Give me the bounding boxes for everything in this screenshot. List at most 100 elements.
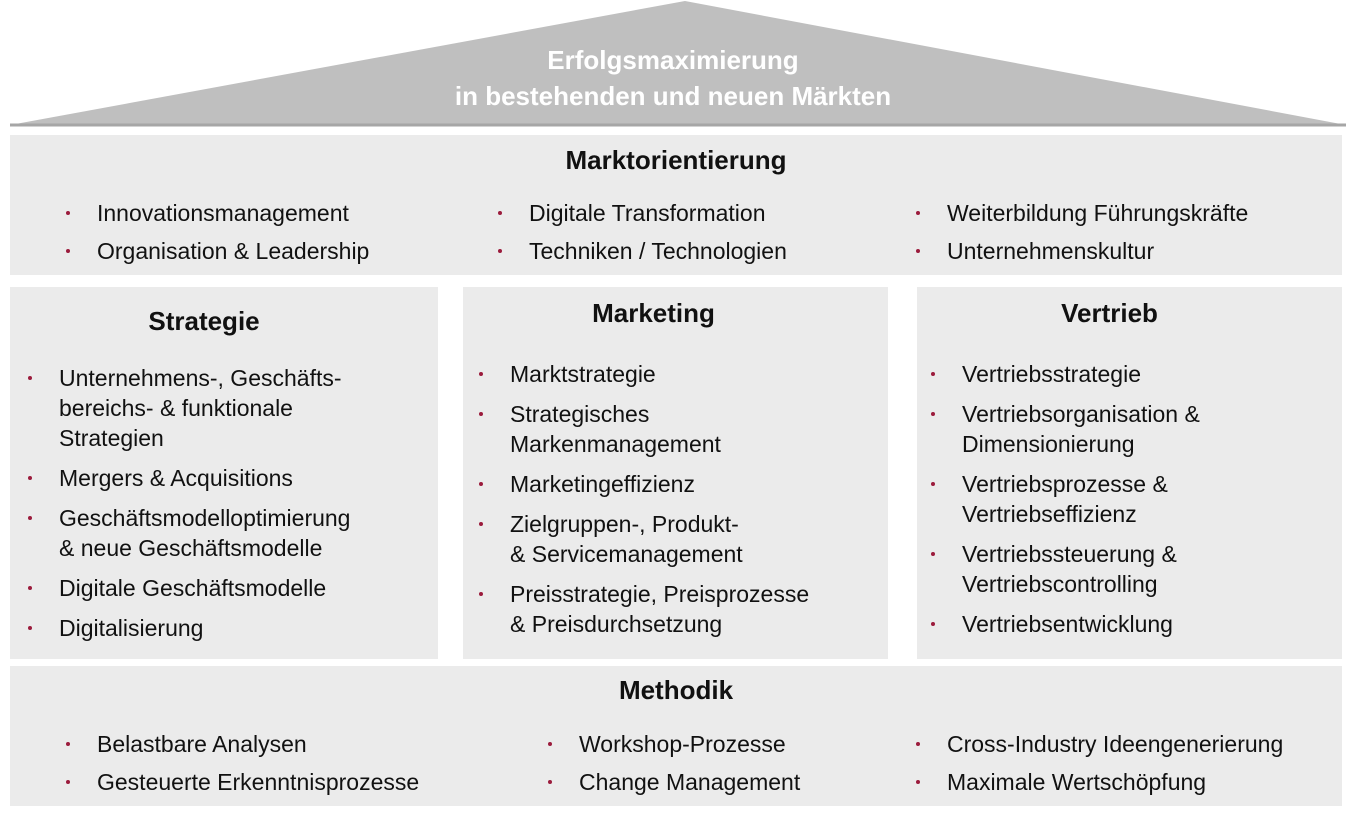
bullet-icon (28, 516, 32, 520)
list-item-text: Organisation & Leadership (97, 238, 370, 264)
roof-shape (10, 1, 1346, 127)
bullet-icon (916, 780, 920, 784)
list-item: Weiterbildung Führungskräfte (900, 198, 1248, 228)
list-item-text: Vertriebsentwicklung (962, 611, 1173, 637)
list-item-text: Geschäftsmodelloptimierung & neue Geschä… (59, 505, 351, 561)
bullet-icon (931, 482, 935, 486)
list-item-text: Marketingeffizienz (510, 471, 695, 497)
list-item-text: Mergers & Acquisitions (59, 465, 293, 491)
list-item-text: Unternehmens-, Geschäfts- bereichs- & fu… (59, 365, 342, 451)
list-item: Vertriebsorganisation & Dimensionierung (915, 399, 1200, 459)
strategie-box: Strategie Unternehmens-, Geschäfts- bere… (10, 287, 438, 659)
bullet-icon (28, 476, 32, 480)
list-item-text: Techniken / Technologien (529, 238, 787, 264)
list-item: Cross-Industry Ideengenerierung (900, 729, 1283, 759)
list-item: Vertriebsprozesse & Vertriebseffizienz (915, 469, 1200, 529)
bullet-icon (916, 249, 920, 253)
list-item: Unternehmenskultur (900, 236, 1248, 266)
strategie-title: Strategie (148, 306, 260, 336)
list-item: Change Management (532, 767, 800, 797)
bullet-icon (479, 482, 483, 486)
roof-triangle (10, 1, 1346, 125)
list-item: Digitalisierung (12, 613, 350, 643)
list-item: Geschäftsmodelloptimierung & neue Geschä… (12, 503, 350, 563)
marketing-title: Marketing (592, 298, 715, 328)
bullet-icon (548, 742, 552, 746)
bullet-icon (479, 412, 483, 416)
list-item-text: Marktstrategie (510, 361, 656, 387)
list-item: Techniken / Technologien (482, 236, 787, 266)
list-item-text: Digitale Transformation (529, 200, 766, 226)
bullet-icon (498, 249, 502, 253)
list-item-text: Digitale Geschäftsmodelle (59, 575, 327, 601)
bullet-icon (931, 372, 935, 376)
strategie-list: Unternehmens-, Geschäfts- bereichs- & fu… (12, 363, 350, 643)
list-item: Marketingeffizienz (463, 469, 809, 499)
list-item-text: Zielgruppen-, Produkt- & Servicemanageme… (510, 511, 743, 567)
bullet-icon (66, 742, 70, 746)
list-item-text: Strategisches Markenmanagement (510, 401, 721, 457)
list-item: Maximale Wertschöpfung (900, 767, 1283, 797)
list-item: Marktstrategie (463, 359, 809, 389)
list-item: Zielgruppen-, Produkt- & Servicemanageme… (463, 509, 809, 569)
bullet-icon (28, 376, 32, 380)
vertrieb-title: Vertrieb (1061, 298, 1158, 328)
bullet-icon (931, 622, 935, 626)
list-item: Digitale Transformation (482, 198, 787, 228)
list-item: Workshop-Prozesse (532, 729, 800, 759)
list-item: Vertriebsstrategie (915, 359, 1200, 389)
bullet-icon (479, 592, 483, 596)
methodik-title: Methodik (618, 675, 734, 705)
list-item: Vertriebsentwicklung (915, 609, 1200, 639)
list-item-text: Maximale Wertschöpfung (947, 769, 1207, 795)
list-item: Strategisches Markenmanagement (463, 399, 809, 459)
list-item-text: Vertriebsstrategie (962, 361, 1141, 387)
list-item: Unternehmens-, Geschäfts- bereichs- & fu… (12, 363, 350, 453)
bullet-icon (916, 211, 920, 215)
roof: Erfolgsmaximierung in bestehenden und ne… (0, 0, 1346, 130)
list-item-text: Cross-Industry Ideengenerierung (947, 731, 1284, 757)
bullet-icon (548, 780, 552, 784)
list-item: Gesteuerte Erkenntnisprozesse (50, 767, 419, 797)
bullet-icon (479, 522, 483, 526)
list-item-text: Belastbare Analysen (97, 731, 307, 757)
bullet-icon (28, 626, 32, 630)
list-item: Organisation & Leadership (50, 236, 369, 266)
list-item-text: Vertriebssteuerung & Vertriebscontrollin… (962, 541, 1177, 597)
list-item: Belastbare Analysen (50, 729, 419, 759)
bullet-icon (931, 552, 935, 556)
bullet-icon (479, 372, 483, 376)
bullet-icon (66, 249, 70, 253)
list-item-text: Innovationsmanagement (97, 200, 349, 226)
list-item-text: Gesteuerte Erkenntnisprozesse (97, 769, 420, 795)
bullet-icon (66, 211, 70, 215)
list-item: Vertriebssteuerung & Vertriebscontrollin… (915, 539, 1200, 599)
list-item-text: Preisstrategie, Preisprozesse & Preisdur… (510, 581, 810, 637)
bullet-icon (28, 586, 32, 590)
marktorientierung-title: Marktorientierung (565, 145, 787, 175)
list-item-text: Unternehmenskultur (947, 238, 1155, 264)
list-item: Preisstrategie, Preisprozesse & Preisdur… (463, 579, 809, 639)
bullet-icon (66, 780, 70, 784)
roof-title-line-2: in bestehenden und neuen Märkten (454, 81, 892, 111)
list-item: Digitale Geschäftsmodelle (12, 573, 350, 603)
bullet-icon (498, 211, 502, 215)
bullet-icon (931, 412, 935, 416)
list-item-text: Change Management (579, 769, 801, 795)
bullet-icon (916, 742, 920, 746)
list-item: Mergers & Acquisitions (12, 463, 350, 493)
list-item-text: Digitalisierung (59, 615, 204, 641)
list-item-text: Vertriebsorganisation & Dimensionierung (962, 401, 1200, 457)
